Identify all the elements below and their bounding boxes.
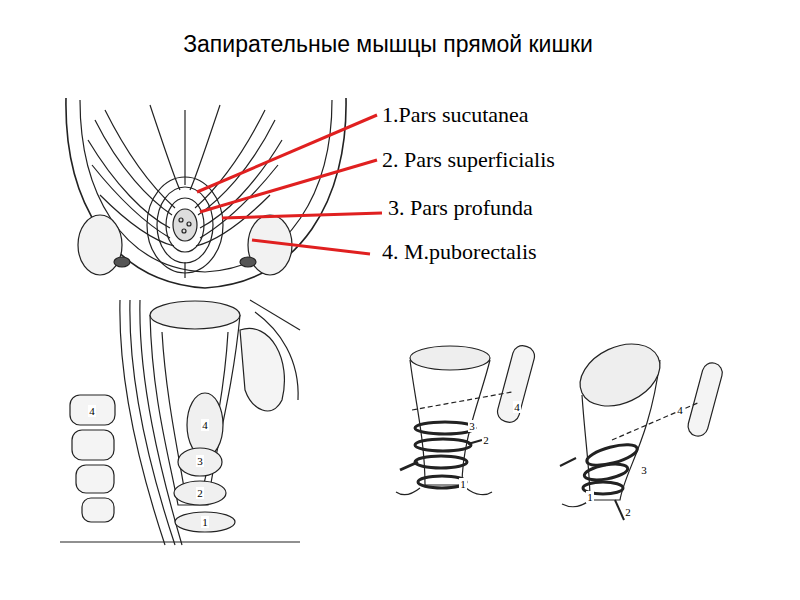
part-name: 2. Pars superficialis (382, 148, 555, 172)
pelvic-floor-illustration-part (157, 187, 213, 263)
part-name: 3. Pars profunda (388, 196, 533, 220)
title: Запирательные мышцы прямой кишки (183, 32, 593, 57)
pelvic-floor-illustration-part (147, 177, 223, 273)
pelvic-floor-illustration-part (190, 105, 220, 190)
pelvic-floor-illustration-part (66, 98, 346, 288)
sagittal-section-illustration-part (150, 315, 240, 505)
sagittal-section-illustration-part (82, 498, 114, 522)
sphincter-scheme-illustration-part (495, 343, 536, 424)
pelvic-floor-illustration-part (150, 105, 180, 190)
pelvic-floor-illustration-part (78, 215, 122, 275)
sagittal-section-illustration-part (250, 300, 300, 330)
callout-number: 1 (459, 478, 467, 490)
callout-number: 4 (88, 405, 96, 417)
callout-number: 2 (196, 487, 204, 499)
sagittal-section-illustration-part (174, 481, 226, 505)
sagittal-section-illustration-part (60, 541, 300, 542)
sphincter-scheme-illustration-part (612, 402, 700, 440)
pelvic-floor-illustration-part (182, 229, 186, 233)
pelvic-floor-illustration-part (173, 209, 197, 241)
pelvic-floor-illustration-part (105, 110, 175, 208)
sphincter-scheme-illustration-part (686, 361, 725, 439)
sphincter-scheme-illustration-part (415, 456, 467, 468)
pelvic-floor-illustration-part (187, 222, 191, 226)
sagittal-section-illustration-part (255, 312, 298, 400)
pelvic-floor-illustration-part (184, 262, 185, 278)
sphincter-scheme-illustration-part (410, 346, 490, 370)
leader-line (197, 115, 382, 254)
pelvic-floor-illustration-part (195, 110, 265, 208)
sphincter-scheme-illustration-part (615, 500, 624, 520)
leader-line-part (197, 115, 377, 192)
callout-number: 4 (513, 401, 521, 413)
callout-number: 1 (586, 491, 594, 503)
callout-number: 3 (468, 420, 476, 432)
sphincter-scheme-illustration-part (560, 458, 576, 466)
sagittal-section-illustration (60, 300, 300, 545)
leader-line-part (252, 240, 370, 254)
pelvic-floor-illustration-part (184, 110, 185, 185)
sphincter-scheme-illustration-part (415, 422, 475, 434)
pelvic-floor-illustration-part (166, 198, 204, 252)
sagittal-section-illustration-part (240, 328, 284, 410)
pelvic-floor-illustration-part (92, 165, 170, 238)
callout-number: 2 (624, 506, 632, 518)
sagittal-section-illustration-part (162, 332, 186, 500)
sphincter-scheme-illustration-part (396, 488, 420, 495)
sagittal-section-illustration-part (175, 512, 235, 532)
leader-line-part (222, 213, 382, 218)
pelvic-floor-illustration-part (240, 257, 256, 267)
sagittal-section-illustration-part (178, 448, 222, 476)
sphincter-scheme-illustration-part (570, 332, 670, 418)
callout-number: 1 (201, 516, 209, 528)
callout-number: 4 (676, 404, 684, 416)
sphincter-scheme-illustration-part (583, 461, 629, 482)
part-name: 4. M.puborectalis (382, 240, 537, 264)
pelvic-floor-illustration (66, 98, 346, 288)
sagittal-section-illustration-part (70, 395, 115, 425)
sagittal-section-illustration-part (76, 465, 114, 493)
sphincter-scheme-illustration-part (412, 392, 512, 410)
sphincter-scheme-illustration-part (466, 488, 492, 495)
callout-number: 3 (640, 464, 648, 476)
sphincter-scheme-illustration-part (468, 440, 482, 444)
sphincter-scheme-illustration-part (410, 360, 490, 485)
sagittal-section-illustration-part (72, 430, 114, 460)
sphincter-scheme-illustration-part (415, 439, 471, 451)
callout-number: 4 (201, 419, 209, 431)
callout-number: 2 (482, 434, 490, 446)
pelvic-floor-illustration-part (114, 257, 130, 267)
sagittal-section-illustration-part (187, 393, 223, 457)
sphincter-scheme-illustration (396, 343, 537, 494)
sphincter-scheme-illustration-part (400, 462, 418, 470)
part-name: 1.Pars sucutanea (382, 103, 529, 127)
sagittal-section-illustration-part (150, 301, 240, 329)
pelvic-floor-illustration-part (179, 218, 183, 222)
callout-number: 3 (196, 455, 204, 467)
sphincter-scheme-illustration (560, 332, 724, 520)
leader-line-part (200, 160, 377, 212)
